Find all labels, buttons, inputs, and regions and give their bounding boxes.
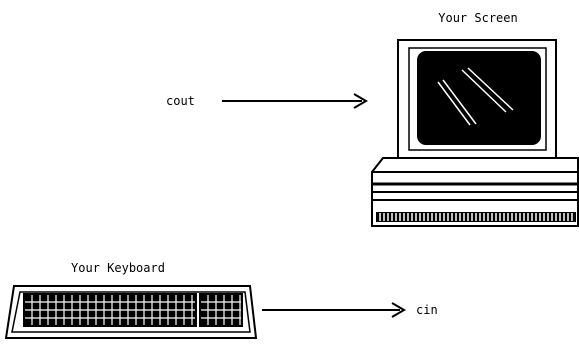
cin-arrow-icon [262,303,404,317]
keyboard-icon [6,286,256,338]
screen-title: Your Screen [438,11,517,25]
cout-arrow-icon [222,94,366,108]
cin-label: cin [416,303,438,317]
computer-monitor-icon [372,40,578,226]
keyboard-title: Your Keyboard [71,261,165,275]
cout-label: cout [166,94,195,108]
